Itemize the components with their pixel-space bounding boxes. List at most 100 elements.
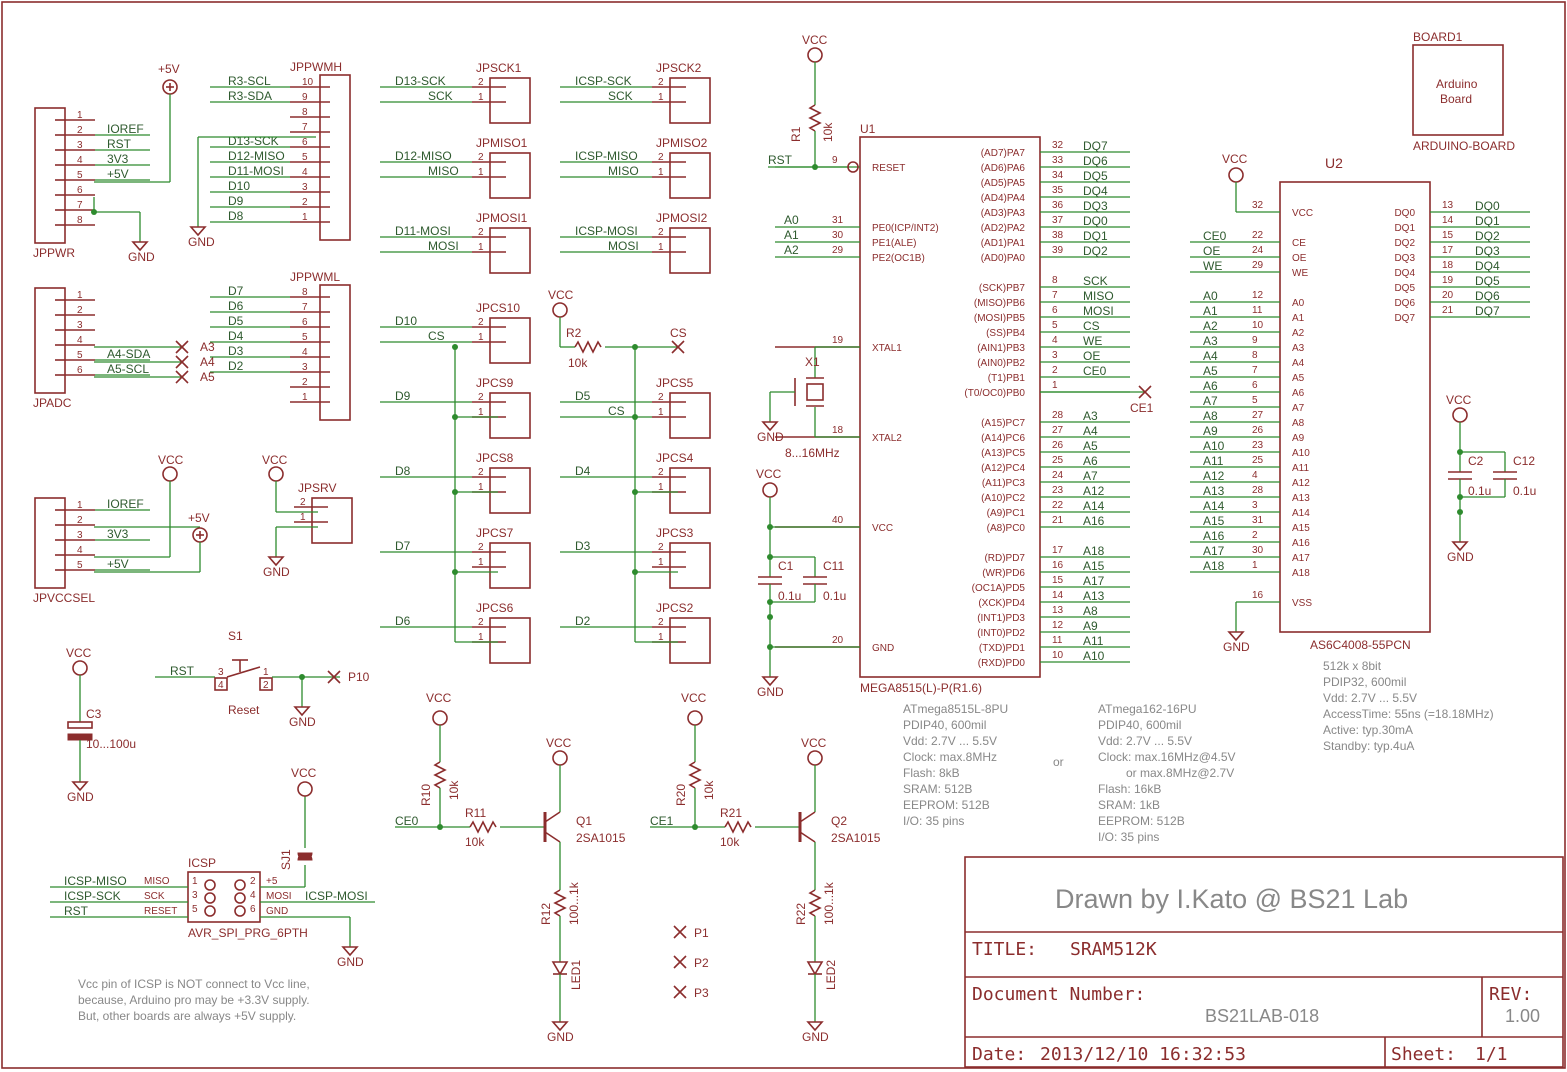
pin-name: A0: [1292, 298, 1305, 309]
svg-text:CS: CS: [428, 329, 445, 343]
svg-text:1: 1: [658, 242, 664, 253]
svg-text:1: 1: [302, 212, 308, 223]
net-label: A4: [1203, 349, 1218, 363]
svg-text:JPSCK2: JPSCK2: [656, 61, 702, 75]
svg-text:D6: D6: [395, 614, 411, 628]
svg-text:C12: C12: [1513, 454, 1535, 468]
note-line: Active: typ.30mA: [1323, 723, 1413, 737]
pin-number: 8: [1252, 350, 1258, 361]
pin-name: (A15)PC7: [981, 418, 1025, 429]
jppwmh-ground: GND: [188, 136, 316, 249]
svg-text:7: 7: [302, 122, 308, 133]
net-label: CS: [1083, 319, 1100, 333]
svg-text:6: 6: [302, 137, 308, 148]
net-label: A12: [1203, 469, 1225, 483]
svg-text:10k: 10k: [821, 122, 835, 142]
pin-name: (A9)PC1: [987, 508, 1026, 519]
jpadc-noconnects: A3 A4 A5: [94, 340, 215, 384]
pin-name: DQ0: [1394, 208, 1415, 219]
svg-text:2: 2: [658, 227, 664, 238]
net-label: A14: [1203, 499, 1225, 513]
u1-microcontroller: U1 MEGA8515(L)-P(R1.6) 9RESET31PE0(ICP/I…: [775, 122, 1130, 695]
net-label: A3: [1203, 334, 1218, 348]
pin-number: 1: [1252, 560, 1258, 571]
svg-text:VCC: VCC: [756, 467, 782, 481]
pin-number: 24: [1252, 245, 1264, 256]
svg-text:JPPWMH: JPPWMH: [290, 60, 342, 74]
pin-number: 3: [1252, 500, 1258, 511]
pin-number: 28: [1052, 410, 1064, 421]
svg-text:2: 2: [77, 305, 83, 316]
pin-name: (AD4)PA4: [981, 193, 1026, 204]
pin-number: 4: [1052, 335, 1058, 346]
pin-number: 35: [1052, 185, 1064, 196]
svg-text:C11: C11: [823, 559, 844, 573]
ce1-noconnect: CE1: [1040, 385, 1154, 415]
svg-text:1: 1: [478, 557, 484, 568]
jppwr-supply: +5V GND: [91, 62, 180, 264]
pin-name: (T0/OC0)PB0: [964, 388, 1025, 399]
pin-number: 27: [1052, 425, 1064, 436]
note-line: Vdd: 2.7V ... 5.5V: [903, 734, 997, 748]
svg-text:GND: GND: [1447, 550, 1474, 564]
svg-text:1: 1: [658, 557, 664, 568]
pin-name: (MOSI)PB5: [974, 313, 1026, 324]
svg-text:GND: GND: [1223, 640, 1250, 654]
pin-name: A2: [1292, 328, 1305, 339]
svg-text:2: 2: [302, 197, 308, 208]
svg-text:1: 1: [478, 332, 484, 343]
svg-text:P2: P2: [694, 956, 709, 970]
svg-text:JPCS9: JPCS9: [476, 376, 514, 390]
net-label: A15: [1083, 559, 1105, 573]
svg-text:JPPWR: JPPWR: [33, 246, 75, 260]
net-label: A16: [1203, 529, 1225, 543]
svg-text:1: 1: [300, 512, 306, 523]
svg-text:GND: GND: [757, 685, 784, 699]
pin-number: 11: [1252, 305, 1263, 316]
svg-text:MISO: MISO: [428, 164, 459, 178]
pin-number: 2: [1052, 365, 1058, 376]
pin-name: (RD)PD7: [984, 553, 1025, 564]
pin-number: 10: [1052, 650, 1064, 661]
pin-number: 31: [1252, 515, 1264, 526]
svg-text:10k: 10k: [447, 780, 461, 800]
svg-text:GND: GND: [128, 250, 155, 264]
svg-text:SCK: SCK: [608, 89, 633, 103]
pin-name: (AD1)PA1: [981, 238, 1026, 249]
svg-text:U2: U2: [1325, 155, 1343, 171]
net-label: A13: [1083, 589, 1105, 603]
svg-text:4: 4: [218, 680, 224, 691]
note-line: I/O: 35 pins: [1098, 830, 1159, 844]
doc-label: Document Number:: [972, 984, 1145, 1005]
svg-text:VCC: VCC: [158, 453, 184, 467]
pin-number: 27: [1252, 410, 1264, 421]
svg-text:JPMISO2: JPMISO2: [656, 136, 708, 150]
pin-number: 12: [1052, 620, 1064, 631]
svg-text:10k: 10k: [720, 835, 740, 849]
svg-text:D3: D3: [575, 539, 591, 553]
pin-number: 16: [1052, 560, 1064, 571]
svg-text:9: 9: [302, 92, 308, 103]
svg-text:JPCS4: JPCS4: [656, 451, 694, 465]
crystal-x1: GND X1 8...16MHz: [757, 346, 860, 460]
svg-text:2: 2: [263, 680, 269, 691]
svg-text:P10: P10: [348, 670, 370, 684]
pin-name: (A8)PC0: [987, 523, 1026, 534]
